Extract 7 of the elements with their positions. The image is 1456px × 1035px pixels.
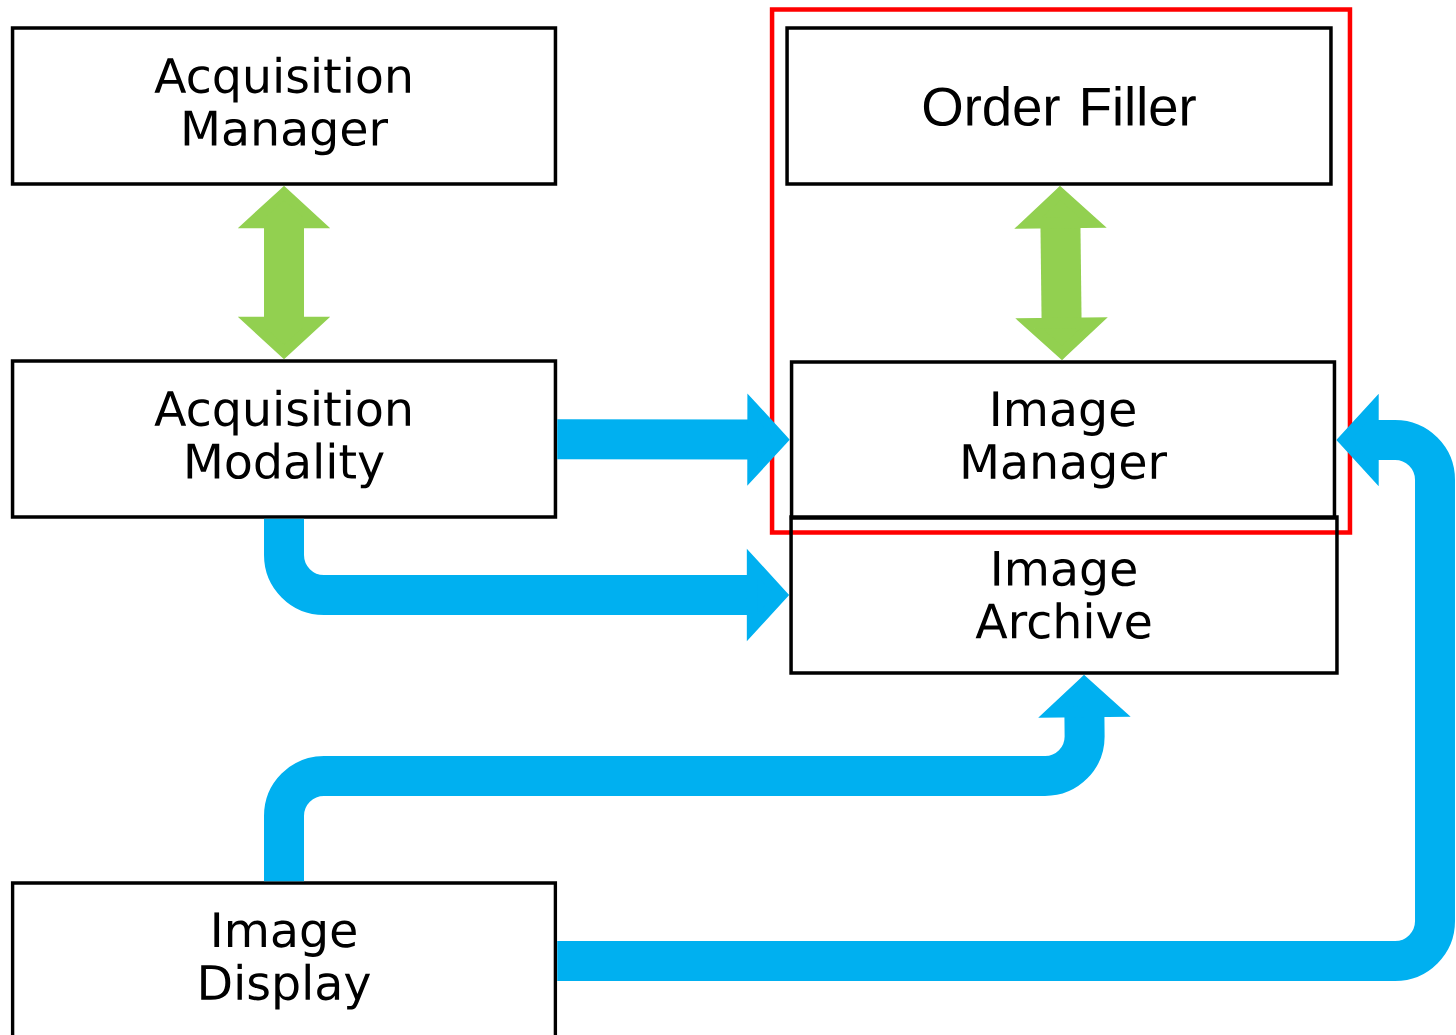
- process-box: Image Archive: [789, 515, 1339, 675]
- process-box: Acquisition Modality: [10, 359, 558, 519]
- process-box: Image Display: [10, 881, 558, 1035]
- process-box: Order Filler: [785, 26, 1333, 186]
- process-box: Image Manager: [789, 360, 1337, 520]
- process-box: Acquisition Manager: [10, 26, 558, 186]
- highlight-frame: [769, 7, 1353, 535]
